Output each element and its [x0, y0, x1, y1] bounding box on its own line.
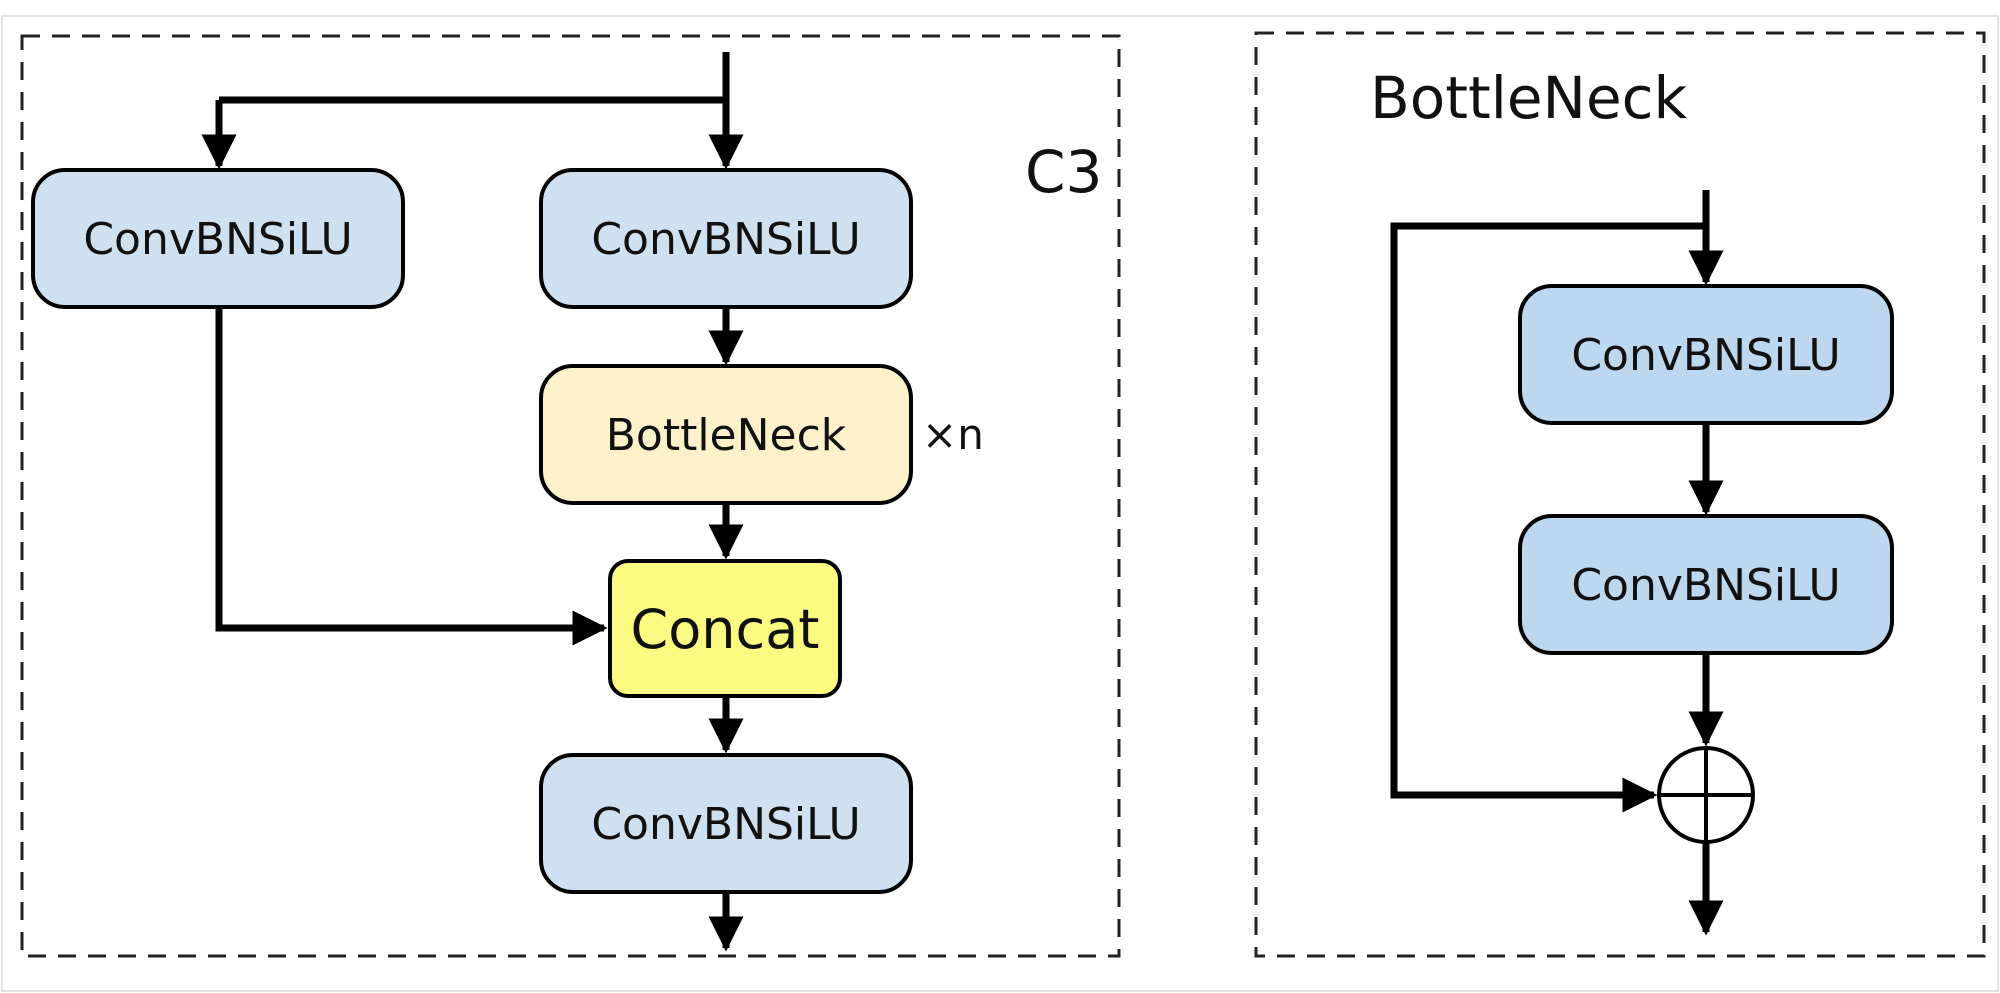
bottleneck-dashed-border	[1254, 31, 1986, 958]
concat-label: Concat	[631, 598, 820, 661]
bottleneck-label: BottleNeck	[606, 410, 847, 461]
bn-conv-2-label: ConvBNSiLU	[1571, 560, 1840, 611]
conv-bottom-label: ConvBNSiLU	[591, 799, 860, 850]
bn-conv-1-label: ConvBNSiLU	[1571, 330, 1840, 381]
bn-shortcut-line	[1390, 222, 1706, 813]
conv-left-label: ConvBNSiLU	[83, 214, 352, 265]
outer-frame	[1, 15, 1999, 992]
repeat-label: ×n	[922, 410, 984, 459]
conv-top-label: ConvBNSiLU	[591, 214, 860, 265]
bottleneck-title: BottleNeck	[1370, 64, 1688, 132]
bottleneck-detail-block: BottleNeck ConvBNSiLU ConvBNSiLU	[1254, 31, 1986, 958]
c3-dashed-border	[20, 34, 1121, 958]
add-icon	[1657, 746, 1755, 844]
arrow-left-to-concat	[215, 307, 608, 646]
c3-block: C3 ConvBNSiLU ConvBNSiLU BottleNeck ×n C…	[20, 34, 1121, 958]
c3-title: C3	[1025, 138, 1102, 206]
